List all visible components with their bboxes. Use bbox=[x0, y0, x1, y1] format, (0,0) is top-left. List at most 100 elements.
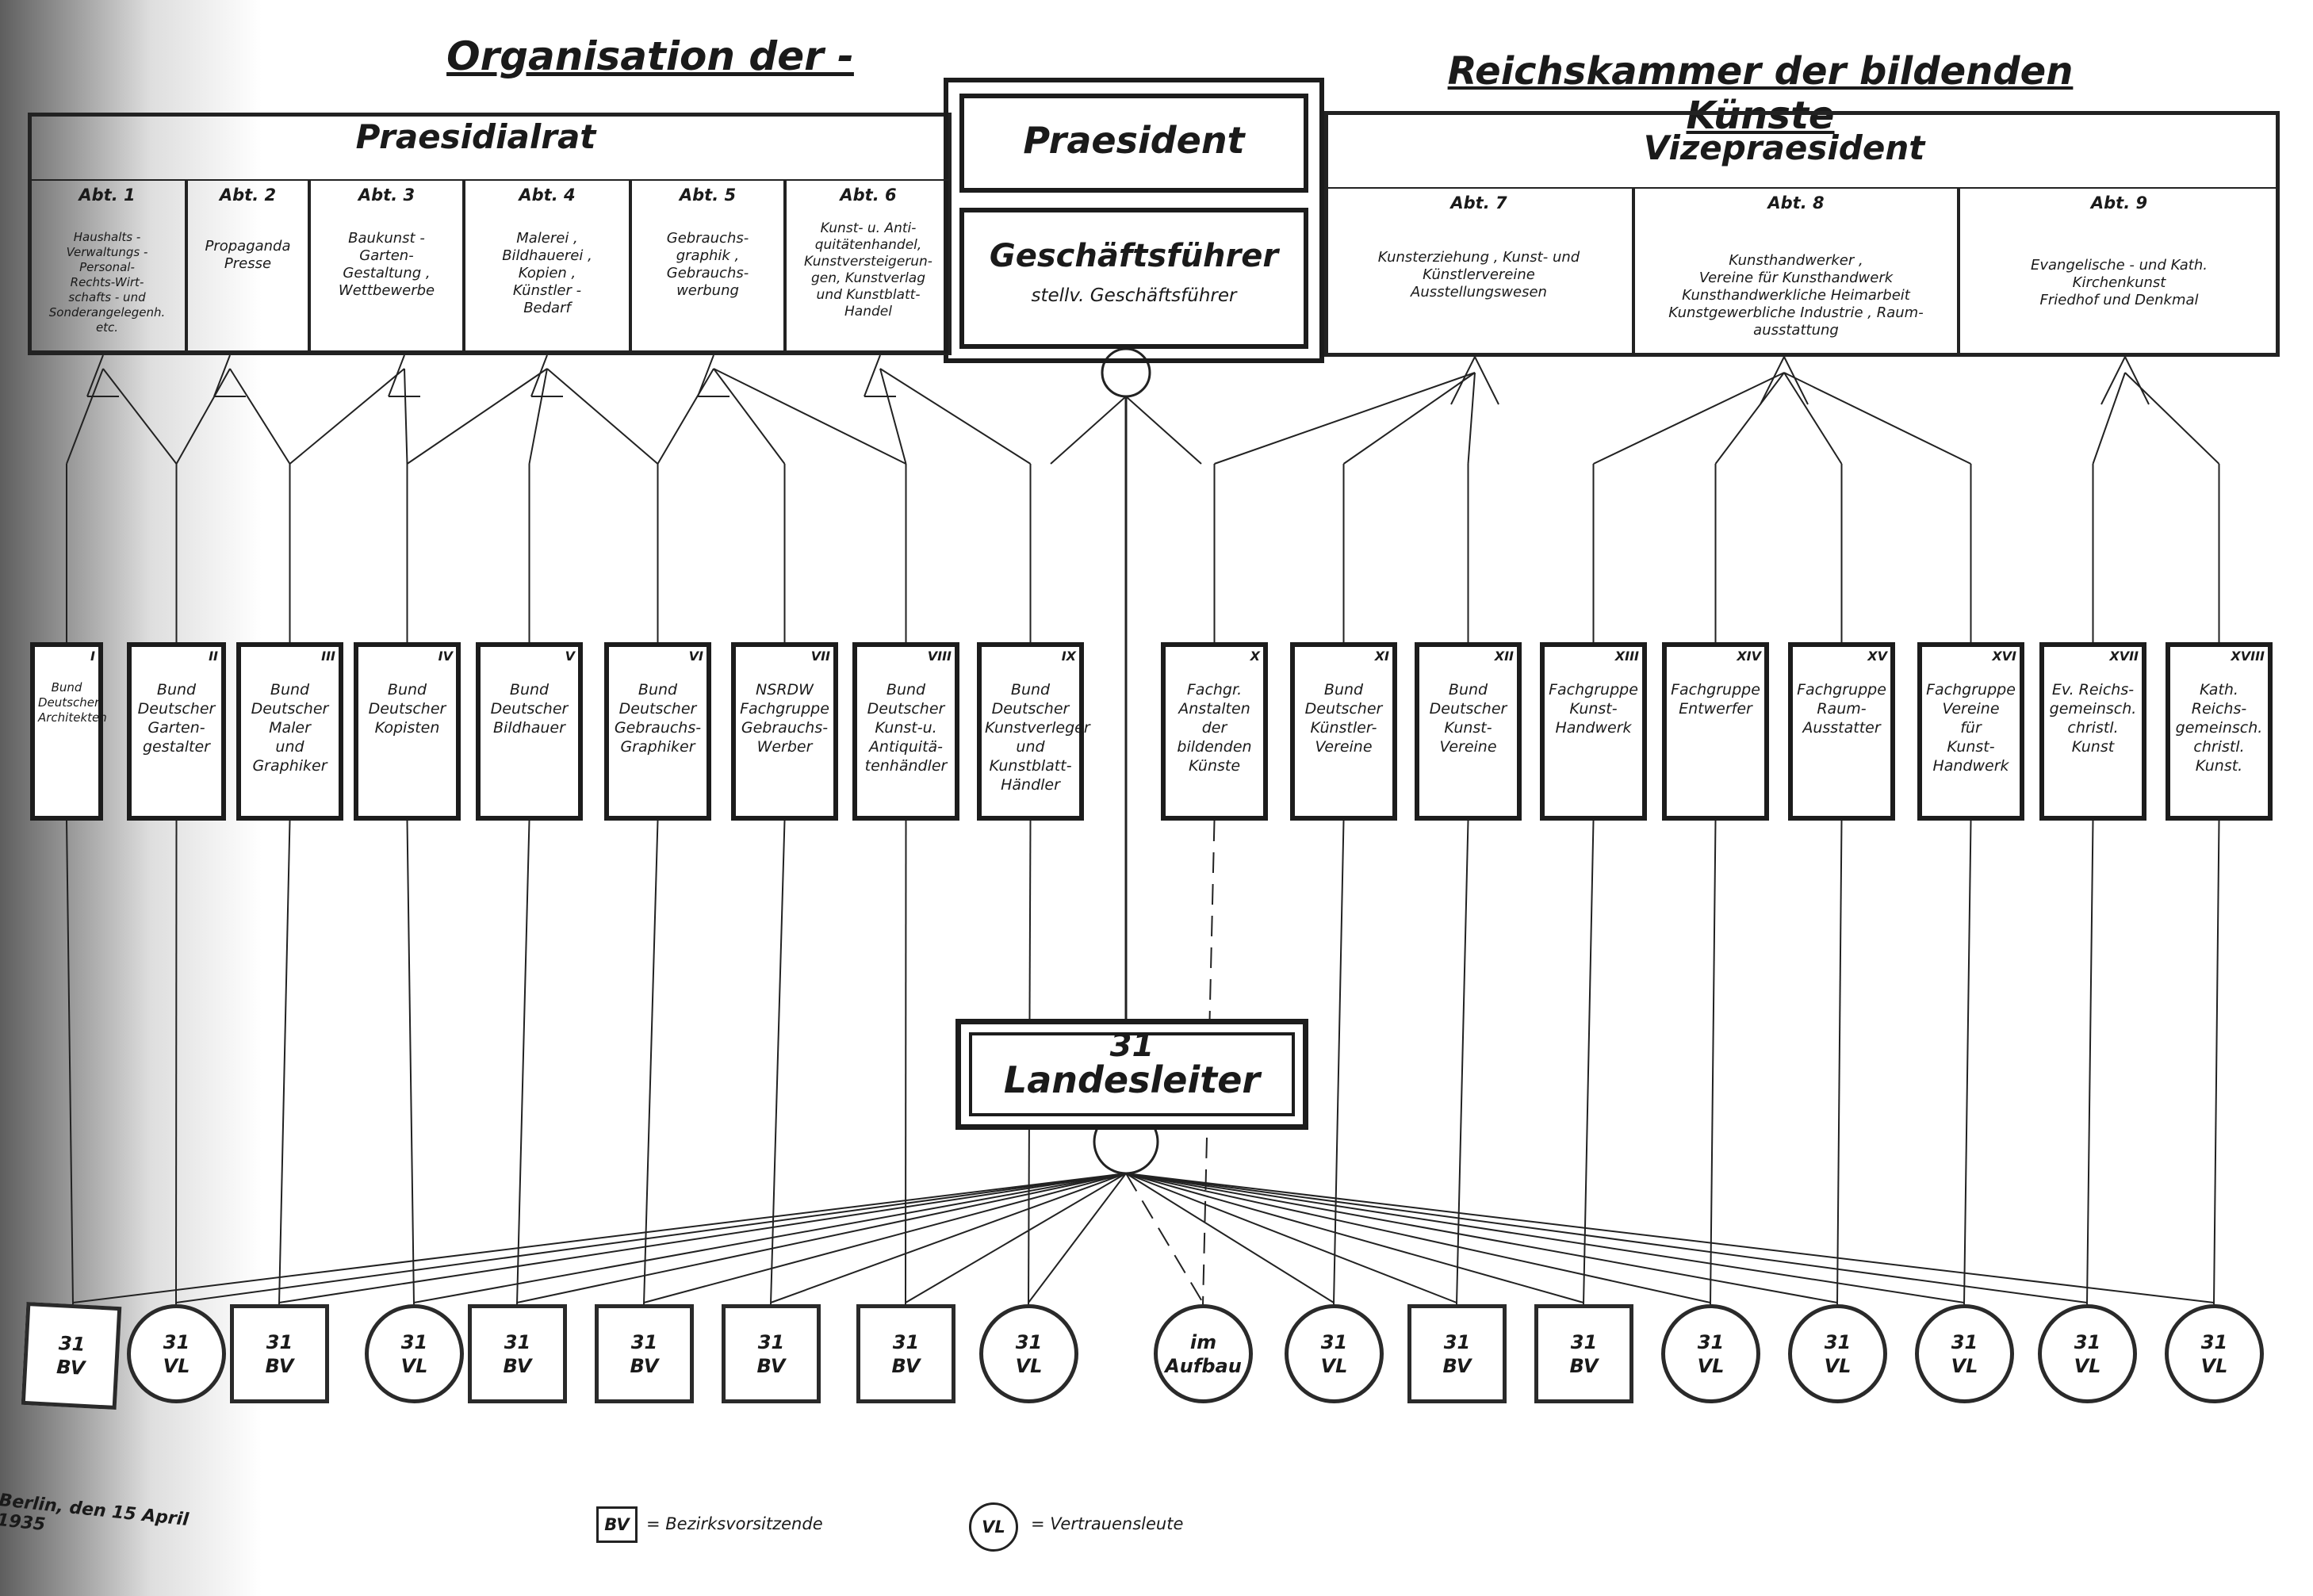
department-description: Evangelische - und Kath. Kirchenkunst Fr… bbox=[2030, 257, 2208, 308]
department-description: Kunsterziehung , Kunst- und Künstlervere… bbox=[1377, 249, 1580, 300]
department-cell bbox=[785, 179, 952, 355]
connector-line bbox=[278, 1173, 1127, 1303]
connector-line bbox=[413, 1173, 1127, 1303]
department-label: Abt. 2 bbox=[219, 186, 277, 205]
connector-line bbox=[528, 368, 548, 465]
vl-unit-circle: im Aufbau bbox=[1154, 1304, 1253, 1403]
connector-line bbox=[213, 354, 231, 397]
department-cell bbox=[630, 179, 785, 355]
organization-name: Fachgruppe Entwerfer bbox=[1671, 681, 1760, 718]
connector-line bbox=[1125, 1173, 1965, 1303]
department-cell bbox=[464, 179, 630, 355]
connector-line bbox=[102, 368, 178, 465]
praesidialrat-frame bbox=[28, 113, 952, 354]
connector-line bbox=[175, 820, 178, 1305]
organization-name: Bund Deutscher Garten- gestalter bbox=[137, 681, 216, 756]
connector-line bbox=[1125, 1173, 2215, 1303]
landesleiter-label: Landesleiter bbox=[1003, 1058, 1261, 1101]
organization-name: Bund Deutscher Kopisten bbox=[368, 681, 446, 737]
department-cell bbox=[186, 179, 309, 355]
connector-line bbox=[175, 368, 231, 465]
bv-unit-square: 31 BV bbox=[722, 1304, 821, 1403]
connector-line bbox=[643, 820, 659, 1305]
connector-line bbox=[1050, 396, 1127, 465]
praesident-box bbox=[944, 78, 1324, 363]
vizepraesident-label: Vizepraesident bbox=[1643, 128, 1925, 167]
connector-line bbox=[1125, 1173, 1457, 1303]
connector-line bbox=[530, 354, 548, 397]
connector-line bbox=[1836, 820, 1843, 1305]
connector-line bbox=[1783, 372, 1971, 465]
department-description: Gebrauchs- graphik , Gebrauchs- werbung bbox=[666, 230, 749, 299]
connector-line bbox=[72, 1173, 1127, 1303]
vl-unit-circle: 31 VL bbox=[1285, 1304, 1384, 1403]
vl-unit-circle: 31 VL bbox=[1661, 1304, 1760, 1403]
connector-line bbox=[657, 368, 714, 465]
vl-unit-circle: 31 VL bbox=[1915, 1304, 2014, 1403]
landesleiter-count: 31 bbox=[1109, 1028, 1155, 1064]
connector-line bbox=[1783, 356, 1809, 405]
connector-line bbox=[278, 820, 291, 1305]
department-label: Abt. 3 bbox=[358, 186, 415, 205]
vl-unit-circle: 31 VL bbox=[1788, 1304, 1887, 1403]
legend-vl-text: = Vertrauensleute bbox=[1031, 1514, 1184, 1533]
organization-name: Bund Deutscher Architekten bbox=[38, 680, 107, 725]
organization-name: Fachgruppe Raum- Ausstatter bbox=[1797, 681, 1886, 737]
department-label: Abt. 5 bbox=[679, 186, 737, 205]
department-label: Abt. 8 bbox=[1767, 193, 1825, 212]
connector-line bbox=[864, 354, 881, 397]
connector-line bbox=[404, 368, 408, 465]
organization-number: XVIII bbox=[2231, 649, 2265, 664]
praesidialrat-label: Praesidialrat bbox=[355, 117, 596, 156]
connector-line bbox=[2086, 820, 2094, 1305]
department-label: Abt. 4 bbox=[519, 186, 576, 205]
organization-number: XII bbox=[1494, 649, 1514, 664]
connector-line bbox=[1593, 372, 1785, 465]
geschaeftsfuehrer-box bbox=[959, 208, 1308, 349]
connector-line bbox=[516, 1173, 1127, 1303]
legend-bv-symbol: BV bbox=[596, 1506, 638, 1543]
department-description: Haushalts - Verwaltungs - Personal- Rech… bbox=[48, 230, 166, 335]
department-description: Propaganda Presse bbox=[205, 238, 291, 272]
connector-line bbox=[2100, 356, 2126, 405]
connector-line bbox=[516, 820, 530, 1305]
organization-box: XVII Ev. Reichs- gemeinsch. christl. Kuns… bbox=[2039, 642, 2146, 821]
department-cell bbox=[309, 179, 464, 355]
legend-bv-text: = Bezirksvorsitzende bbox=[646, 1514, 823, 1533]
organization-name: Bund Deutscher Künstler- Vereine bbox=[1304, 681, 1383, 756]
connector-line bbox=[713, 368, 786, 465]
connector-line bbox=[2213, 820, 2220, 1305]
connector-line bbox=[879, 368, 1032, 465]
organization-name: Ev. Reichs- gemeinsch. christl. Kunst bbox=[2049, 681, 2137, 756]
connector-line bbox=[770, 820, 786, 1305]
bv-unit-square: 31 BV bbox=[1407, 1304, 1507, 1403]
organization-number: XV bbox=[1867, 649, 1887, 664]
department-label: Abt. 6 bbox=[840, 186, 897, 205]
connector-line bbox=[879, 368, 907, 465]
connector-line bbox=[1125, 1173, 1838, 1303]
connector-line bbox=[1125, 1173, 1711, 1303]
vizepraesident-frame bbox=[1324, 111, 2280, 357]
organization-number: XVII bbox=[2109, 649, 2139, 664]
geschaeftsfuehrer-title: Geschäftsführer bbox=[989, 238, 1279, 274]
organization-name: Fachgruppe Vereine für Kunst- Handwerk bbox=[1926, 681, 2016, 775]
bv-unit-square: 31 BV bbox=[468, 1304, 567, 1403]
department-label: Abt. 7 bbox=[1450, 193, 1507, 212]
organization-number: IX bbox=[1061, 649, 1076, 664]
connector-line bbox=[1028, 1173, 1127, 1303]
vl-unit-circle: 31 VL bbox=[2165, 1304, 2264, 1403]
title-right: Reichskammer der bildenden Künste bbox=[1447, 49, 2074, 138]
connector-line bbox=[406, 368, 548, 465]
connector-line bbox=[1214, 372, 1476, 465]
organization-name: Bund Deutscher Bildhauer bbox=[490, 681, 569, 737]
connector-line bbox=[2124, 372, 2220, 465]
department-label: Abt. 9 bbox=[2090, 193, 2148, 212]
